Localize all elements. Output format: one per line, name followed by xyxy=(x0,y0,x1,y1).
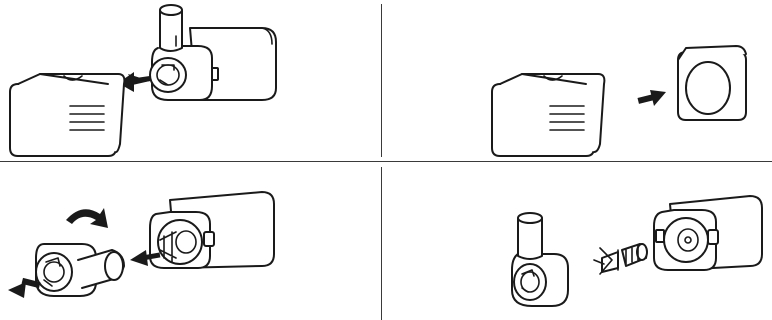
front-cover xyxy=(491,73,606,157)
step-4-panel xyxy=(382,162,772,320)
rotate-arrow-icon xyxy=(66,208,108,228)
step-4-illustration xyxy=(511,195,763,307)
step-3-panel xyxy=(0,162,380,320)
arrow-icon xyxy=(130,250,161,266)
impeller xyxy=(159,231,177,263)
pump-body xyxy=(149,4,277,101)
impeller-cover xyxy=(511,212,569,307)
step-3-illustration xyxy=(8,191,275,298)
arrow-icon xyxy=(637,90,666,106)
impeller-cover xyxy=(35,243,125,297)
vertical-divider-bottom xyxy=(381,167,382,320)
step-1-panel xyxy=(0,0,380,160)
arrow-icon xyxy=(8,277,41,298)
impeller xyxy=(593,243,648,275)
front-cover xyxy=(9,73,126,157)
step-2-panel xyxy=(382,0,772,160)
step-1-illustration xyxy=(9,4,277,157)
horizontal-divider xyxy=(0,161,772,162)
filter-sponge xyxy=(677,45,747,121)
pump-body xyxy=(653,195,763,271)
step-2-illustration xyxy=(491,45,747,157)
vertical-divider-top xyxy=(381,4,382,157)
pump-body xyxy=(149,191,275,269)
arrow-icon xyxy=(118,72,151,92)
